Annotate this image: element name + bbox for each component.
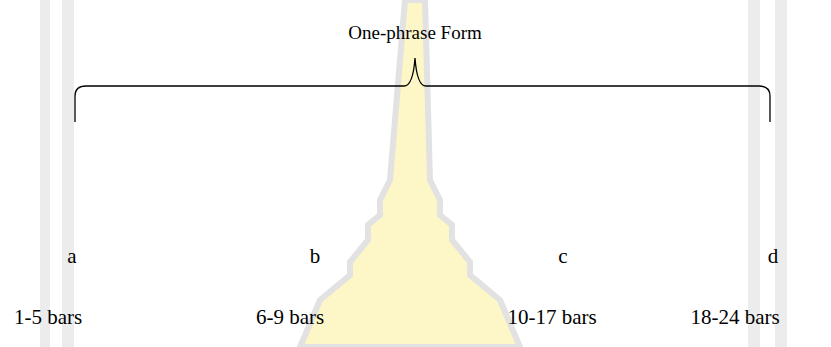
bar-range: 6-9 bars (256, 305, 324, 330)
bar-range: 10-17 bars (507, 305, 596, 330)
section-letter: a (67, 244, 76, 269)
bar-range: 1-5 bars (14, 305, 82, 330)
section-letter: d (768, 244, 779, 269)
section-letter: c (558, 244, 567, 269)
bar-range: 18-24 bars (690, 305, 779, 330)
section-letter: b (310, 244, 321, 269)
diagram-title: One-phrase Form (348, 22, 482, 44)
